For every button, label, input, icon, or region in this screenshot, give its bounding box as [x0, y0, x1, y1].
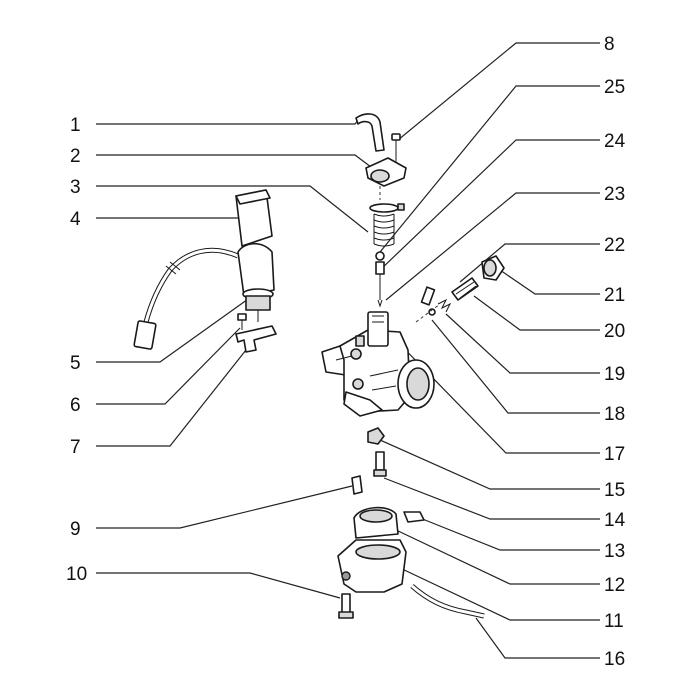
carburetor-body: [321, 311, 435, 417]
callout-21: 21: [604, 285, 625, 306]
callout-24: 24: [604, 131, 626, 152]
callout-11: 11: [604, 611, 624, 632]
part-9-jet: [351, 475, 363, 495]
callout-4: 4: [70, 209, 81, 230]
part-11-float-bowl: [337, 539, 407, 593]
callout-labels: 1 2 3 4 5 6 7 9 10 8 25 24 23 22 21 20 1…: [66, 34, 626, 670]
leader-15: [379, 439, 600, 490]
leader-5: [96, 291, 259, 363]
callout-6: 6: [70, 395, 81, 416]
part-25-24-23-needle: [375, 251, 385, 308]
part-16-hose: [410, 584, 485, 619]
callout-25: 25: [604, 77, 625, 98]
callout-1: 1: [70, 115, 81, 136]
callout-8: 8: [604, 34, 615, 55]
leader-22: [459, 243, 600, 283]
callout-10: 10: [66, 564, 87, 585]
part-1-vent-tube: [355, 113, 385, 152]
part-20-idle-screw: [451, 277, 479, 301]
part-12-float: [353, 506, 399, 539]
part-22-jet: [420, 286, 436, 306]
part-15-nut: [367, 427, 385, 445]
leader-24: [379, 139, 600, 271]
leader-20: [473, 295, 600, 331]
part-4-rubber-cap: [235, 189, 273, 247]
part-7-bracket: [235, 325, 277, 353]
leader-6: [96, 327, 241, 405]
callout-20: 20: [604, 321, 625, 342]
callout-16: 16: [604, 649, 625, 670]
part-13-float-pin: [403, 511, 425, 523]
part-5-electric-choke: [133, 242, 275, 350]
callout-22: 22: [604, 235, 625, 256]
callout-17: 17: [604, 444, 625, 465]
part-19-18-spring: [415, 298, 452, 323]
callout-15: 15: [604, 480, 625, 501]
leader-10: [96, 572, 341, 599]
callout-3: 3: [70, 177, 81, 198]
leader-19: [445, 313, 600, 374]
callout-13: 13: [604, 541, 625, 562]
callout-9: 9: [70, 519, 81, 540]
leader-3: [96, 185, 369, 233]
leader-1: [96, 117, 361, 125]
leader-21: [499, 269, 600, 295]
leader-11: [399, 567, 600, 621]
leader-lines: [96, 42, 600, 659]
callout-2: 2: [70, 146, 81, 167]
callout-23: 23: [604, 184, 625, 205]
leader-16: [475, 617, 600, 659]
part-14-main-jet: [373, 451, 387, 477]
part-3-spring: [369, 203, 405, 247]
leader-25: [379, 85, 600, 253]
leader-13: [419, 517, 600, 551]
leader-12: [395, 529, 600, 585]
part-2-cover: [365, 157, 407, 200]
part-21-knob: [481, 255, 505, 281]
callout-18: 18: [604, 404, 625, 425]
part-10-drain-screw: [338, 593, 354, 619]
callout-19: 19: [604, 364, 625, 385]
callout-7: 7: [70, 437, 81, 458]
leader-8: [397, 42, 600, 141]
callout-5: 5: [70, 353, 81, 374]
leader-9: [96, 485, 353, 529]
leader-7: [96, 349, 247, 447]
leader-23: [385, 192, 600, 301]
leader-2: [96, 154, 376, 171]
leader-14: [383, 477, 600, 520]
callout-12: 12: [604, 575, 625, 596]
part-6-screw: [237, 313, 247, 330]
leader-18: [431, 319, 600, 414]
callout-14: 14: [604, 510, 626, 531]
